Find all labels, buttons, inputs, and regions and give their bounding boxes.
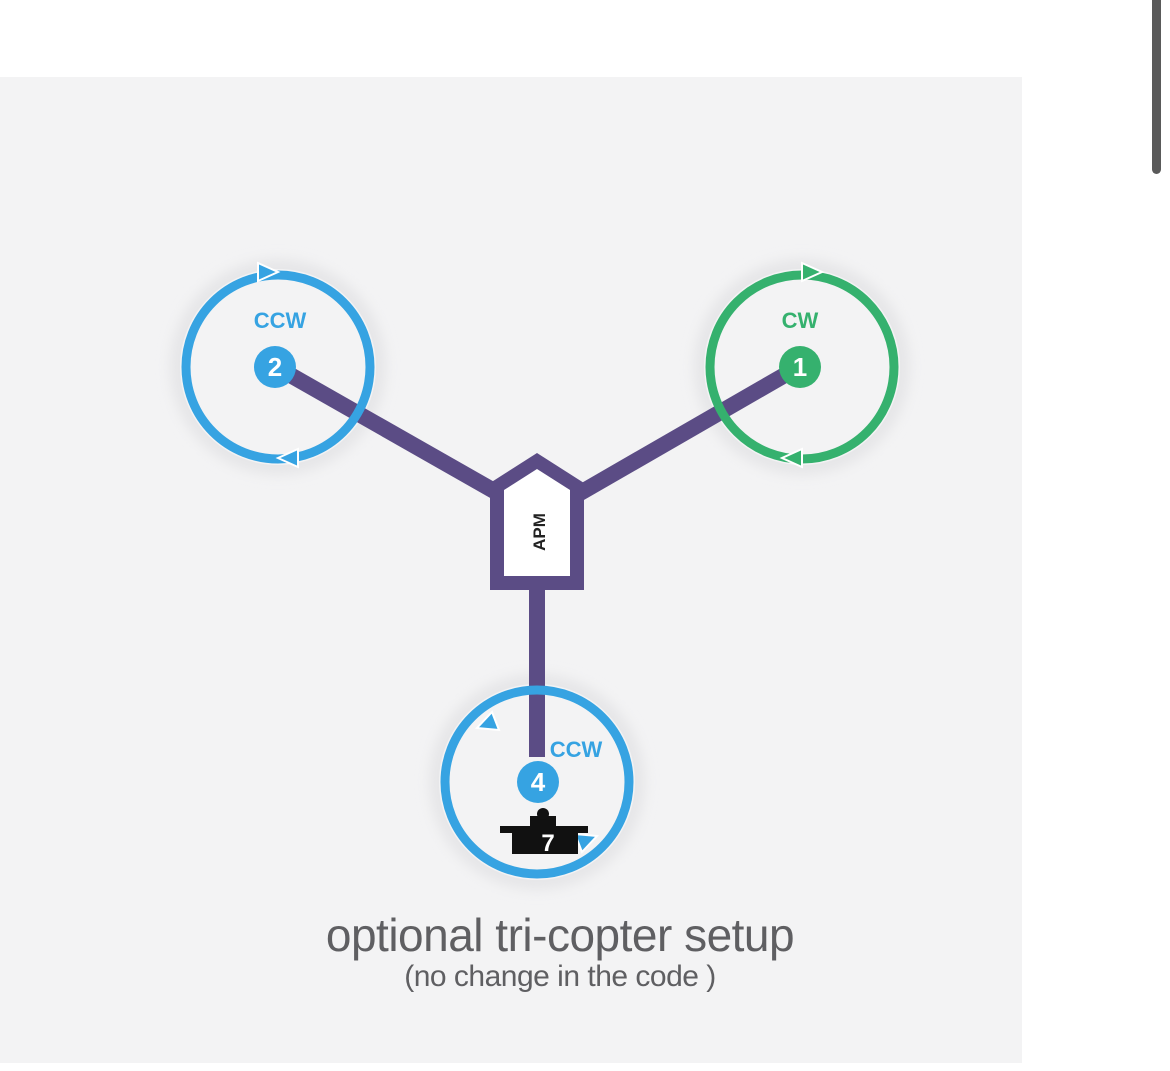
scrollbar-thumb[interactable]: [1152, 0, 1161, 174]
motor-number-badge: [779, 346, 821, 388]
motor-number: 4: [531, 767, 546, 797]
caption-title: optional tri-copter setup: [325, 909, 795, 961]
motor-number-badge: [254, 346, 296, 388]
rotation-arrow-icon: [573, 832, 600, 854]
rotation-arrow-icon: [801, 261, 825, 283]
rotation-arrow-icon: [779, 447, 803, 469]
motor-2: CCW 2: [181, 261, 375, 469]
motor-1: CW 1: [705, 261, 899, 469]
servo-icon: 7: [500, 808, 588, 857]
motor-direction-label: CW: [782, 308, 819, 333]
motor-number: 1: [793, 352, 807, 382]
motor-4: CCW 4: [440, 685, 634, 879]
motor-number: 2: [268, 352, 282, 382]
servo-number: 7: [541, 830, 554, 857]
motor-direction-label: CCW: [550, 737, 603, 762]
frame-arms: [281, 365, 794, 757]
arm-front-right: [564, 365, 794, 507]
rotation-ring-ccw: [440, 685, 634, 879]
flight-controller: APM: [490, 453, 584, 590]
rotation-arrow-icon: [275, 447, 299, 469]
rotation-arrow-icon: [257, 261, 281, 283]
motor-direction-label: CCW: [254, 308, 307, 333]
arm-front-left: [281, 365, 514, 507]
controller-label: APM: [530, 513, 549, 551]
rotation-arrow-icon: [474, 710, 501, 732]
caption-subtitle: (no change in the code ): [404, 960, 716, 993]
motor-number-badge: [517, 761, 559, 803]
